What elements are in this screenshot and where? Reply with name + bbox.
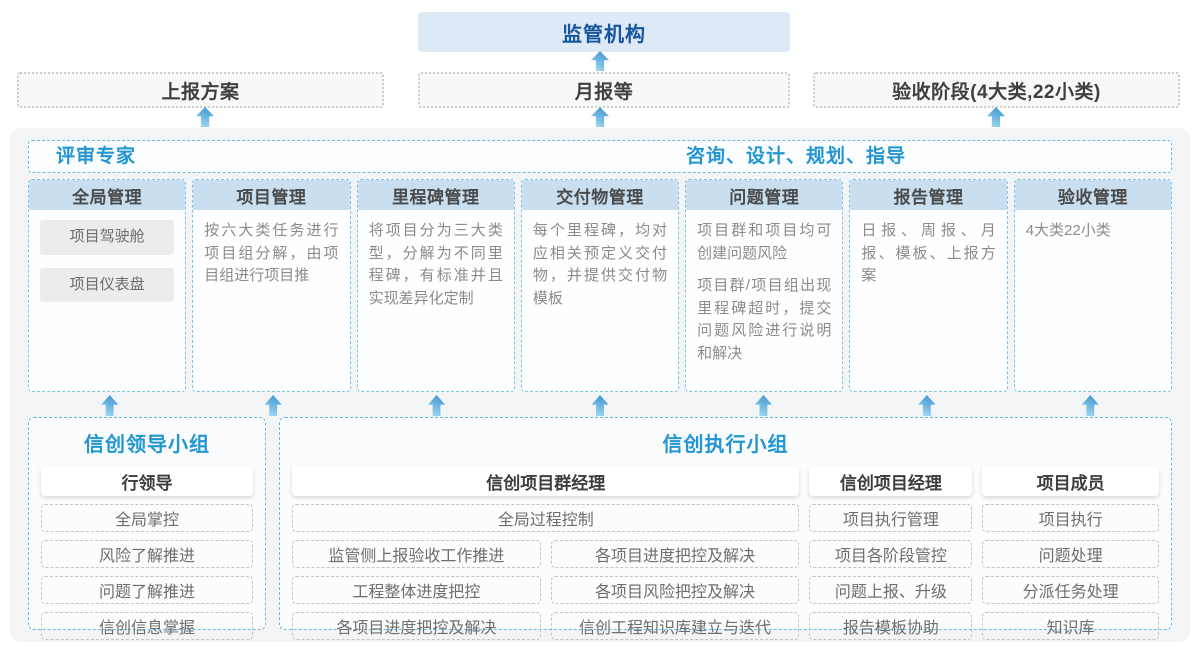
- acceptance-stage-box: 验收阶段(4大类,22小类): [813, 72, 1180, 108]
- column-body: 按六大类任务进行项目组分解，由项目组进行项目推: [204, 222, 339, 284]
- regulator-box: 监管机构: [418, 12, 790, 52]
- mid-arrows-row: [28, 395, 1172, 416]
- leadership-item: 信创信息掌握: [41, 612, 253, 640]
- column-issue-management: 问题管理 项目群和项目均可创建问题风险 项目群/项目组出现里程碑超时，提交问题风…: [685, 179, 844, 392]
- up-arrow-icon: [264, 395, 282, 416]
- executing-group-title: 信创执行小组: [662, 434, 789, 456]
- column-body: 项目驾驶舱 项目仪表盘: [29, 210, 185, 325]
- project-manager-item: 问题上报、升级: [809, 576, 973, 604]
- program-manager-item-grid: 监管侧上报验收工作推进 各项目进度把控及解决 工程整体进度把控 各项目风险把控及…: [292, 532, 800, 640]
- up-arrow-icon: [101, 395, 119, 416]
- column-deliverable-management: 交付物管理 每个里程碑，均对应相关预定义交付物，并提供交付物模板: [520, 179, 680, 392]
- up-arrow-icon: [1081, 395, 1099, 416]
- column-title: 全局管理: [29, 180, 186, 210]
- project-member-item: 问题处理: [982, 540, 1159, 568]
- program-manager-item: 全局过程控制: [292, 504, 800, 532]
- up-arrow-icon: [428, 395, 446, 416]
- leadership-item: 问题了解推进: [41, 576, 253, 604]
- executing-group: 信创执行小组 信创项目群经理 全局过程控制 监管侧上报验收工作推进 各项目进度把…: [279, 417, 1172, 640]
- column-title: 问题管理: [686, 180, 843, 210]
- project-manager-item: 报告模板协助: [809, 612, 973, 640]
- leadership-group: 信创领导小组 行领导 全局掌控 风险了解推进 问题了解推进 信创信息掌握: [28, 417, 266, 640]
- program-manager-item: 工程整体进度把控: [292, 576, 541, 604]
- up-arrow-icon: [754, 395, 772, 416]
- monthly-report-label: 月报等: [574, 81, 634, 103]
- review-experts-label: 评审专家: [56, 146, 137, 167]
- column-title: 里程碑管理: [357, 180, 514, 210]
- leadership-item: 全局掌控: [41, 504, 253, 532]
- column-title: 交付物管理: [521, 180, 679, 210]
- pill-project-dashboard: 项目仪表盘: [40, 267, 175, 302]
- column-body: 项目群和项目均可创建问题风险 项目群/项目组出现里程碑超时，提交问题风险进行说明…: [686, 210, 842, 375]
- column-acceptance-management: 验收管理 4大类22小类: [1013, 179, 1172, 392]
- issue-paragraph-2: 项目群/项目组出现里程碑超时，提交问题风险进行说明和解决: [697, 277, 832, 362]
- program-manager-item: 监管侧上报验收工作推进: [292, 540, 541, 568]
- project-member-item: 知识库: [982, 612, 1159, 640]
- column-body: 每个里程碑，均对应相关预定义交付物，并提供交付物模板: [532, 222, 668, 307]
- column-report-management: 报告管理 日报、周报、月报、模板、上报方案: [849, 179, 1008, 392]
- executing-columns: 信创项目群经理 全局过程控制 监管侧上报验收工作推进 各项目进度把控及解决 工程…: [292, 466, 1159, 640]
- program-manager-item: 各项目风险把控及解决: [550, 576, 800, 604]
- up-arrow-icon: [918, 395, 936, 416]
- bottom-groups: 信创领导小组 行领导 全局掌控 风险了解推进 问题了解推进 信创信息掌握 信创执…: [28, 417, 1172, 640]
- column-body: 将项目分为三大类型，分解为不同里程碑，有标准并且实现差异化定制: [368, 222, 503, 307]
- project-manager-item: 项目执行管理: [809, 504, 973, 532]
- acceptance-stage-label: 验收阶段(4大类,22小类): [892, 81, 1101, 103]
- role-project-manager: 信创项目经理: [809, 466, 973, 496]
- issue-paragraph-1: 项目群和项目均可创建问题风险: [697, 222, 832, 262]
- project-manager-item: 项目各阶段管控: [809, 540, 973, 568]
- column-title: 验收管理: [1014, 180, 1171, 210]
- column-body: 4大类22小类: [1025, 222, 1111, 239]
- platform-container: 评审专家 咨询、设计、规划、指导 全局管理 项目驾驶舱 项目仪表盘 项目管理 按…: [10, 128, 1190, 642]
- program-manager-item: 信创工程知识库建立与迭代: [550, 612, 800, 640]
- program-manager-column: 信创项目群经理 全局过程控制 监管侧上报验收工作推进 各项目进度把控及解决 工程…: [292, 466, 800, 640]
- up-arrow-icon: [196, 107, 214, 127]
- column-milestone-management: 里程碑管理 将项目分为三大类型，分解为不同里程碑，有标准并且实现差异化定制: [356, 179, 515, 392]
- column-body: 日报、周报、月报、模板、上报方案: [861, 222, 996, 284]
- column-title: 项目管理: [193, 180, 350, 210]
- project-manager-column: 信创项目经理 项目执行管理 项目各阶段管控 问题上报、升级 报告模板协助: [809, 466, 973, 640]
- project-member-item: 项目执行: [982, 504, 1159, 532]
- report-plan-box: 上报方案: [17, 72, 384, 108]
- role-program-manager: 信创项目群经理: [292, 466, 800, 496]
- up-arrow-icon: [591, 107, 609, 127]
- program-manager-item: 各项目进度把控及解决: [292, 612, 541, 640]
- project-member-column: 项目成员 项目执行 问题处理 分派任务处理 知识库: [982, 466, 1159, 640]
- column-global-management: 全局管理 项目驾驶舱 项目仪表盘: [28, 179, 187, 392]
- column-project-management: 项目管理 按六大类任务进行项目组分解，由项目组进行项目推: [192, 179, 351, 392]
- consulting-design-label: 咨询、设计、规划、指导: [686, 146, 907, 167]
- leadership-group-title: 信创领导小组: [84, 434, 210, 456]
- column-title: 报告管理: [850, 180, 1007, 210]
- program-manager-item: 各项目进度把控及解决: [550, 540, 800, 568]
- experts-band: 评审专家 咨询、设计、规划、指导: [28, 140, 1172, 173]
- up-arrow-icon: [591, 51, 609, 71]
- up-arrow-icon: [591, 395, 609, 416]
- monthly-report-box: 月报等: [418, 72, 790, 108]
- pill-project-cockpit: 项目驾驶舱: [40, 220, 175, 255]
- management-columns: 全局管理 项目驾驶舱 项目仪表盘 项目管理 按六大类任务进行项目组分解，由项目组…: [28, 179, 1172, 392]
- up-arrow-icon: [987, 107, 1005, 127]
- leadership-item: 风险了解推进: [41, 540, 253, 568]
- regulator-label: 监管机构: [562, 23, 646, 46]
- role-bank-leaders: 行领导: [41, 466, 253, 496]
- role-project-member: 项目成员: [982, 466, 1159, 496]
- report-plan-label: 上报方案: [161, 81, 240, 103]
- project-member-item: 分派任务处理: [982, 576, 1159, 604]
